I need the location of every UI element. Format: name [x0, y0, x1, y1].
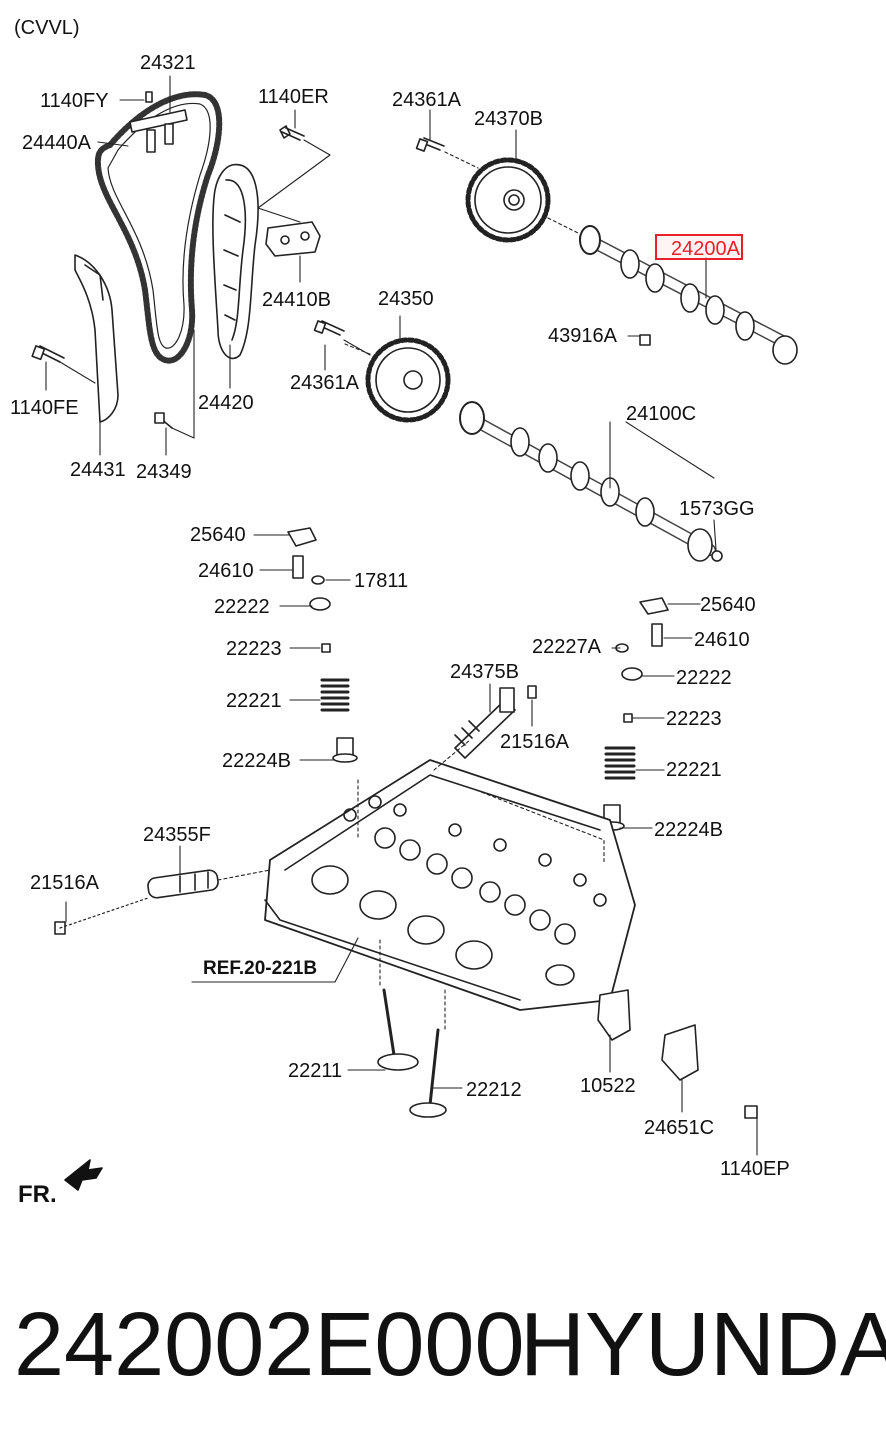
label-22211: 22211	[288, 1060, 343, 1082]
label-22221-left: 22221	[226, 690, 282, 712]
label-24431: 24431	[70, 459, 126, 481]
valvetrain-right	[599, 597, 669, 831]
exhaust-camshaft	[459, 401, 723, 562]
label-22224B-right: 22224B	[654, 819, 723, 841]
label-25640-left: 25640	[190, 524, 246, 546]
cvvl-sprocket	[465, 157, 551, 243]
label-1140ER: 1140ER	[258, 86, 329, 108]
label-1140FE: 1140FE	[10, 397, 79, 419]
leader-lines	[45, 75, 758, 1156]
highlighted-part-box: 24200A	[655, 234, 743, 260]
label-25640-right: 25640	[700, 594, 756, 616]
label-24651C: 24651C	[644, 1117, 715, 1139]
front-direction-label: FR.	[18, 1181, 57, 1208]
front-arrow-icon	[64, 1159, 103, 1191]
part-number: 242002E000	[14, 1295, 525, 1395]
cylinder-head	[264, 759, 636, 1011]
label-22222-right: 22222	[676, 667, 732, 689]
label-1140FY: 1140FY	[40, 90, 109, 112]
label-22227A: 22227A	[532, 636, 601, 658]
oil-control-valve	[454, 685, 537, 759]
label-24200A: 24200A	[671, 238, 740, 260]
label-17811: 17811	[354, 570, 409, 592]
parts-diagram: (CVVL) 24321 1140FY 1140ER 24361A 24370B…	[10, 17, 798, 1208]
timing-chain	[94, 91, 223, 364]
label-24440A: 24440A	[22, 132, 91, 154]
valves	[377, 988, 447, 1118]
label-22222-left: 22222	[214, 596, 270, 618]
label-24375B: 24375B	[450, 661, 519, 683]
label-1573GG: 1573GG	[679, 498, 755, 520]
label-24355F: 24355F	[143, 824, 211, 846]
exhaust-sprocket	[365, 337, 451, 423]
label-21516A-right: 21516A	[500, 731, 569, 753]
label-24350: 24350	[378, 288, 434, 310]
label-1140EP: 1140EP	[720, 1158, 790, 1180]
label-22224B-left: 22224B	[222, 750, 291, 772]
label-24349: 24349	[136, 461, 192, 483]
tensioner-arm	[212, 163, 259, 360]
reference-label: REF.20-221B	[203, 958, 318, 979]
label-22223-left: 22223	[226, 638, 282, 660]
label-24610-right: 24610	[694, 629, 750, 651]
variant-label: (CVVL)	[14, 17, 80, 39]
label-24361A-top: 24361A	[392, 89, 461, 111]
label-21516A-left: 21516A	[30, 872, 99, 894]
label-24100C: 24100C	[626, 403, 697, 425]
tensioner-bracket	[265, 221, 321, 257]
label-24420: 24420	[198, 392, 254, 414]
intake-camshaft	[579, 225, 798, 365]
label-24361A-mid: 24361A	[290, 372, 359, 394]
label-10522: 10522	[580, 1075, 636, 1097]
brand-name: HYUNDAI	[520, 1295, 886, 1395]
diagram-drawing	[31, 75, 798, 1191]
label-22223-right: 22223	[666, 708, 722, 730]
label-24370B: 24370B	[474, 108, 543, 130]
footer-caption: 242002E000 HYUNDAI	[14, 1290, 886, 1410]
valvetrain-left	[287, 527, 358, 763]
fixed-guide	[74, 254, 119, 423]
label-22212: 22212	[466, 1079, 522, 1101]
label-24410B: 24410B	[262, 289, 331, 311]
label-24610-left: 24610	[198, 560, 254, 582]
cvvl-actuator	[54, 869, 219, 935]
chain-guide-top	[129, 109, 188, 153]
label-43916A: 43916A	[548, 325, 617, 347]
label-24321: 24321	[140, 52, 196, 74]
bolts-upper	[31, 91, 445, 429]
label-22221-right: 22221	[666, 759, 722, 781]
covers	[597, 989, 758, 1119]
